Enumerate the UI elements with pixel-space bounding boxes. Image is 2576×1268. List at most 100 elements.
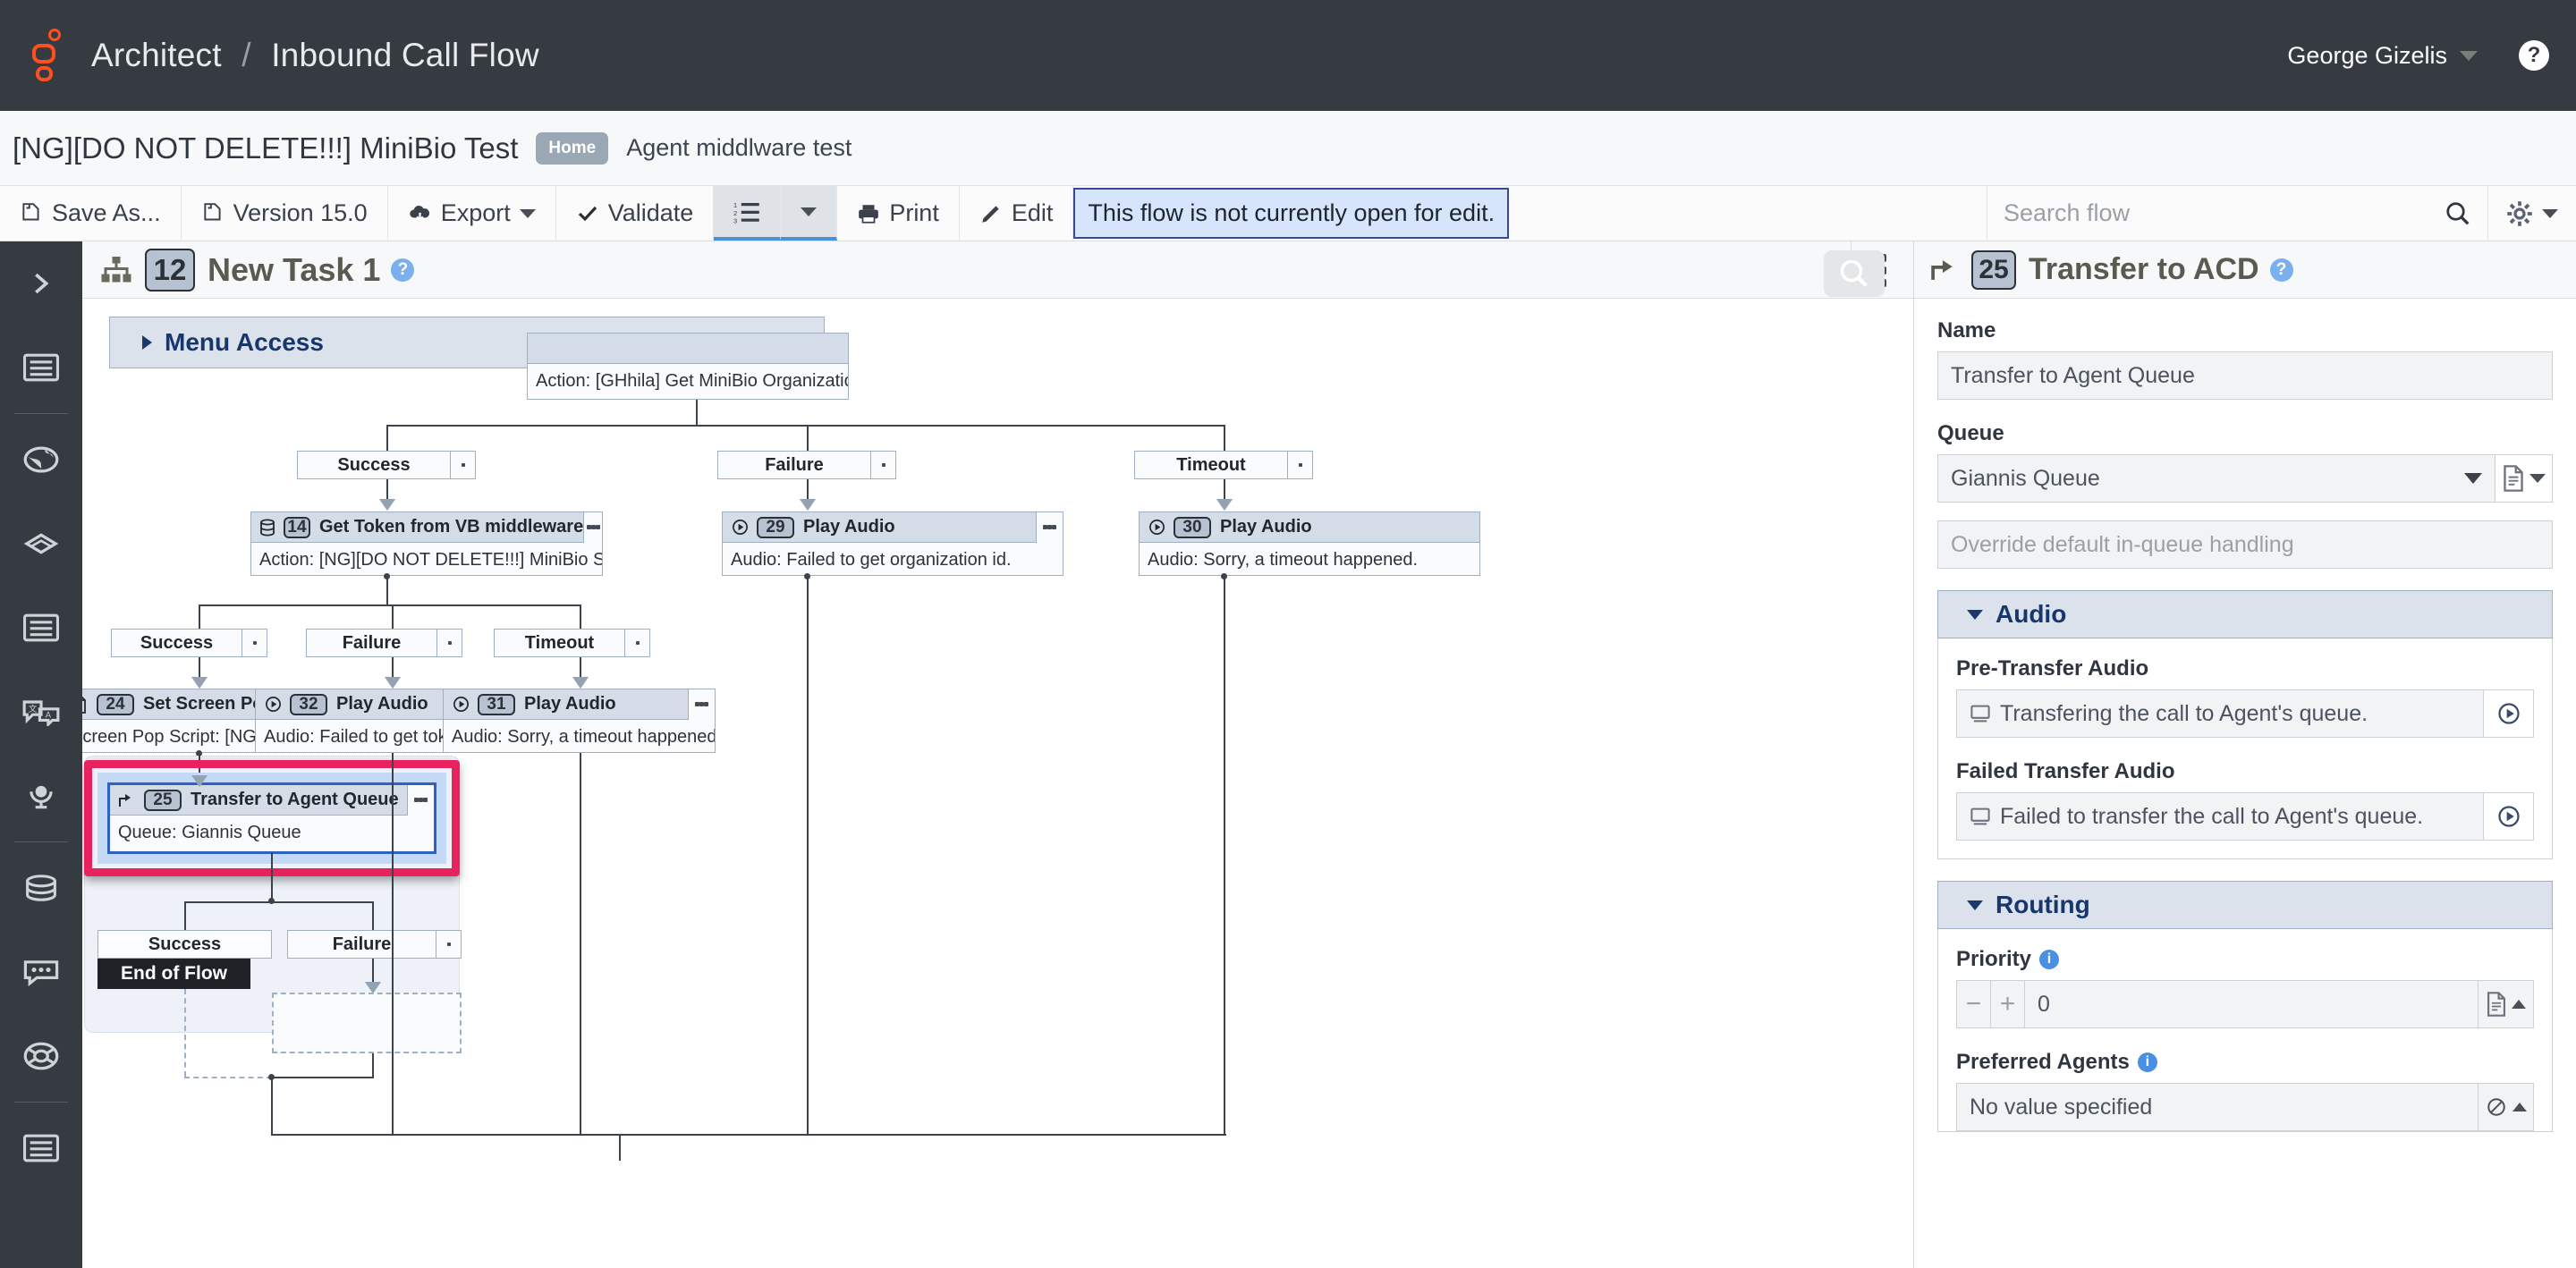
breadcrumb-app-name[interactable]: Architect [91,37,222,73]
genesys-logo-icon[interactable] [30,29,72,82]
chevron-up-icon[interactable] [2512,1000,2526,1009]
priority-input[interactable]: 0 [2024,980,2479,1028]
breadcrumb-separator: / [242,37,251,73]
chevron-down-icon[interactable] [2529,474,2546,483]
breadcrumb-section[interactable]: Inbound Call Flow [271,37,539,73]
queue-expression-button[interactable] [2496,454,2553,503]
chat-bubble-icon[interactable] [0,930,82,1014]
help-icon[interactable]: ? [2269,258,2293,282]
queue-select[interactable]: Giannis Queue [1937,454,2496,503]
priority-field-row: − + 0 [1956,980,2534,1028]
user-menu-label[interactable]: George Gizelis [2287,41,2447,69]
main-toolbar: Save As... Version 15.0 Export Validate … [0,186,2576,241]
version-button[interactable]: Version 15.0 [182,186,388,241]
lifebuoy-icon[interactable] [0,1014,82,1098]
audio-section-header[interactable]: Audio [1937,590,2553,638]
priority-decrement-button[interactable]: − [1956,980,1990,1028]
port-failure-3[interactable]: Failure [287,930,462,959]
port-failure-2[interactable]: Failure [306,629,462,657]
pencil-icon [982,205,999,223]
kebab-menu-icon[interactable] [624,630,649,656]
kebab-menu-icon[interactable] [450,452,475,478]
port-timeout-1[interactable]: Timeout [1134,451,1313,479]
search-icon[interactable] [2445,200,2471,227]
chevron-down-icon[interactable] [2542,208,2558,218]
edit-button[interactable]: Edit [960,186,1074,241]
list-panel-icon-2[interactable] [0,586,82,670]
play-failed-transfer-audio-button[interactable] [2484,792,2534,841]
print-button[interactable]: Print [837,186,960,241]
port-success-2[interactable]: Success [111,629,267,657]
priority-expression-button[interactable] [2479,980,2534,1028]
audio-section-label: Audio [1996,600,2067,628]
info-icon[interactable]: i [2039,950,2060,969]
port-timeout-2[interactable]: Timeout [494,629,650,657]
list-panel-icon-3[interactable] [0,1106,82,1190]
port-success-3[interactable]: Success [97,930,272,959]
priority-increment-button[interactable]: + [1990,980,2024,1028]
rail-divider [14,413,68,414]
save-as-button[interactable]: Save As... [0,186,182,241]
name-field[interactable]: Transfer to Agent Queue [1937,351,2553,400]
svg-text:1: 1 [733,201,737,209]
flow-node-14[interactable]: 14 Get Token from VB middleware Action: … [250,511,603,576]
chevron-down-icon[interactable] [801,207,818,216]
node-body: Action: [GHhila] Get MiniBio Organizatio… [536,371,848,391]
chevron-down-icon[interactable] [2460,50,2478,61]
expand-chevron-icon[interactable] [0,241,82,325]
flow-canvas[interactable]: 12 New Task 1 ? Menu Access Action: [GHh… [82,241,1913,1268]
preferred-agents-field[interactable]: No value specified [1956,1083,2479,1131]
node-title: Play Audio [803,517,895,537]
kebab-menu-icon[interactable] [242,630,267,656]
kebab-menu-icon[interactable] [436,630,462,656]
node-header: 29 Play Audio [723,511,1063,543]
kebab-menu-icon[interactable] [870,452,895,478]
kebab-menu-icon[interactable] [407,784,434,816]
connector-line [271,1134,1226,1136]
info-icon[interactable]: i [2137,1052,2157,1072]
canvas-search-button[interactable] [1824,250,1885,297]
end-of-flow-node[interactable]: End of Flow [97,959,250,989]
chevron-up-icon[interactable] [2512,1103,2527,1112]
kebab-menu-icon[interactable] [1287,452,1312,478]
play-pre-transfer-audio-button[interactable] [2484,689,2534,738]
globe-icon[interactable] [0,418,82,502]
task-title: New Task 1 [208,250,381,288]
flow-node-30[interactable]: 30 Play Audio Audio: Sorry, a timeout ha… [1139,511,1480,576]
port-success-1[interactable]: Success [297,451,476,479]
pre-transfer-audio-field[interactable]: Transfering the call to Agent's queue. [1956,689,2484,738]
help-icon[interactable]: ? [391,258,415,282]
port-failure-1[interactable]: Failure [717,451,896,479]
preferred-agents-clear-button[interactable] [2479,1083,2534,1131]
flow-node-25[interactable]: 25 Transfer to Agent Queue Queue: Gianni… [107,782,436,854]
port-label: Failure [765,454,824,475]
numbered-list-toggle[interactable]: 1 2 3 [714,186,782,241]
node-title: Transfer to Agent Queue [191,790,399,809]
microphone-icon[interactable] [0,754,82,838]
export-button[interactable]: Export [388,186,556,241]
flow-node-29[interactable]: 29 Play Audio Audio: Failed to get organ… [722,511,1063,576]
flow-node-top[interactable]: Action: [GHhila] Get MiniBio Organizatio… [527,333,849,400]
settings-dropdown[interactable] [2488,186,2576,241]
flow-node-31[interactable]: 31 Play Audio Audio: Sorry, a timeout ha… [443,689,716,753]
kebab-menu-icon[interactable] [436,931,461,958]
failed-transfer-audio-field[interactable]: Failed to transfer the call to Agent's q… [1956,792,2484,841]
database-icon[interactable] [0,846,82,930]
copy-icon [203,202,221,220]
chevron-down-icon[interactable] [519,208,536,218]
empty-drop-target[interactable] [272,993,462,1053]
help-icon[interactable]: ? [2519,40,2549,71]
list-options-dropdown[interactable] [781,186,838,241]
chevron-down-icon[interactable] [2464,473,2482,484]
search-input[interactable] [2004,199,2445,227]
layers-icon[interactable] [0,502,82,586]
flow-diagram[interactable]: Action: [GHhila] Get MiniBio Organizatio… [82,333,1913,1268]
kebab-menu-icon[interactable] [583,511,602,543]
routing-section-header[interactable]: Routing [1937,881,2553,929]
kebab-menu-icon[interactable] [1036,511,1063,543]
kebab-menu-icon[interactable] [688,689,715,720]
validate-button[interactable]: Validate [556,186,715,241]
override-in-queue-field[interactable]: Override default in-queue handling [1937,520,2553,569]
list-panel-icon[interactable] [0,325,82,410]
